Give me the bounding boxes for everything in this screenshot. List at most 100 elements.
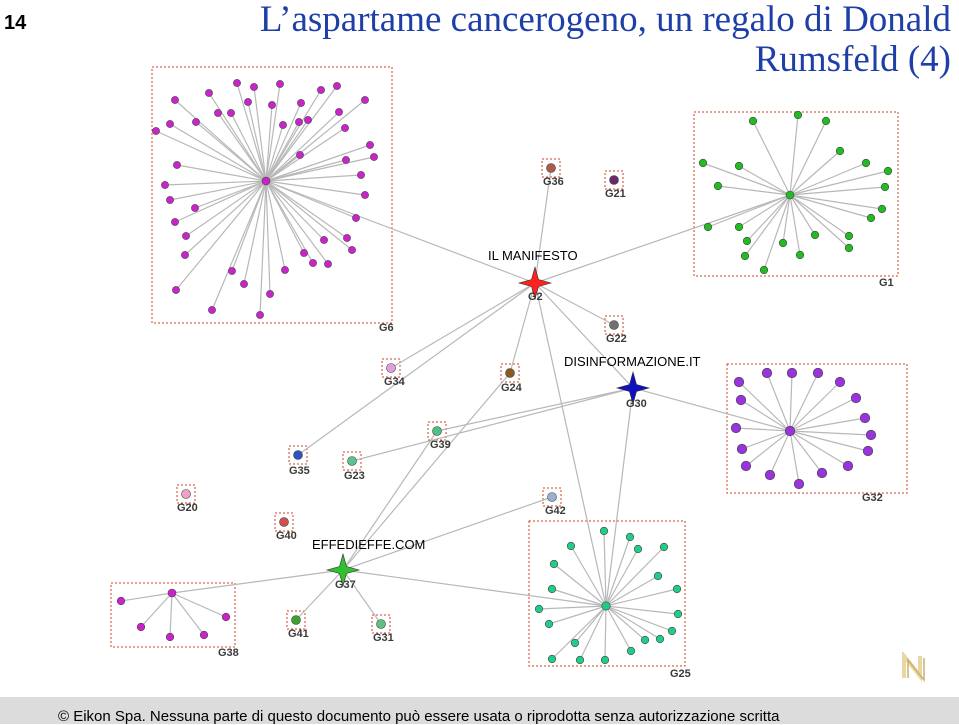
- edge-g2-g24: [509, 282, 536, 374]
- g6-node: [233, 79, 241, 87]
- edge: [769, 430, 791, 476]
- group-box-g24: [500, 363, 520, 383]
- g38-node: [165, 632, 175, 642]
- g6-node: [192, 118, 200, 126]
- edge: [169, 123, 267, 182]
- g32-node: [730, 422, 742, 434]
- edge-g37-g24: [342, 372, 511, 571]
- edge: [230, 112, 267, 182]
- g32-node: [859, 412, 871, 424]
- g1-node: [866, 213, 876, 223]
- group-box-g38: [110, 582, 236, 648]
- g6-node: [256, 311, 264, 319]
- group-label-g23: G23: [344, 470, 365, 482]
- group-box-g21: [604, 170, 624, 190]
- edge: [259, 180, 267, 316]
- edge: [243, 180, 267, 285]
- edge: [605, 605, 632, 652]
- g6-node: [296, 151, 304, 159]
- edge: [605, 575, 659, 607]
- g6-node: [348, 246, 356, 254]
- edge-g37-g25: [342, 569, 607, 607]
- edge: [789, 417, 866, 432]
- g1-node: [778, 238, 788, 248]
- edge: [538, 605, 607, 610]
- edge: [789, 194, 872, 219]
- edge: [789, 162, 867, 196]
- edge: [789, 381, 841, 432]
- edge: [175, 180, 267, 291]
- edge: [789, 120, 827, 196]
- group-box-g32: [726, 363, 908, 494]
- group-label-g32: G32: [862, 492, 883, 504]
- edge: [265, 83, 281, 182]
- edge: [782, 194, 791, 244]
- group-node-g40: [279, 517, 289, 527]
- g6-node: [171, 218, 179, 226]
- g25-node: [600, 655, 610, 665]
- edge: [789, 186, 886, 196]
- g1-node: [734, 161, 744, 171]
- edge: [265, 104, 273, 182]
- edge: [605, 605, 661, 640]
- g6-node: [227, 109, 235, 117]
- edge: [231, 180, 267, 272]
- edge: [789, 170, 889, 196]
- g6-node: [317, 86, 325, 94]
- edge: [253, 86, 267, 182]
- edge: [789, 372, 819, 432]
- g25-node: [667, 626, 677, 636]
- slide-title: L’aspartame cancerogeno, un regalo di Do…: [111, 0, 951, 80]
- edge: [217, 112, 267, 182]
- group-box-g40: [274, 512, 294, 532]
- group-box-g34: [381, 358, 401, 378]
- group-box-g20: [176, 484, 196, 504]
- edge: [789, 397, 857, 432]
- title-line-2: Rumsfeld (4): [754, 39, 951, 80]
- group-box-g22: [604, 315, 624, 335]
- g32-hub: [784, 425, 796, 437]
- edge: [265, 180, 348, 239]
- g1-node: [740, 251, 750, 261]
- group-label-g30: G30: [626, 398, 647, 410]
- group-node-g42: [547, 492, 557, 502]
- edge: [789, 430, 869, 452]
- g6-node: [342, 156, 350, 164]
- slide-number: 14: [4, 12, 27, 34]
- edge-g2-g1: [534, 194, 791, 284]
- group-node-g22: [609, 320, 619, 330]
- edge: [789, 114, 799, 196]
- g38-node: [199, 630, 209, 640]
- g6-node: [300, 249, 308, 257]
- edge: [789, 194, 801, 256]
- edge: [176, 164, 267, 182]
- edge: [789, 372, 793, 432]
- g6-node: [244, 98, 252, 106]
- group-node-g41: [291, 615, 301, 625]
- g1-node: [698, 158, 708, 168]
- group-node-g23: [347, 456, 357, 466]
- edge: [265, 156, 375, 182]
- g6-node: [250, 83, 258, 91]
- edge: [265, 111, 340, 182]
- g6-node: [166, 120, 174, 128]
- group-box-g6: [151, 66, 393, 324]
- eikon-logo-icon: [902, 652, 925, 682]
- g32-node: [812, 367, 824, 379]
- g32-node: [862, 445, 874, 457]
- g6-node: [370, 153, 378, 161]
- group-label-g40: G40: [276, 530, 297, 542]
- g1-node: [835, 146, 845, 156]
- g32-node: [786, 367, 798, 379]
- g25-node: [544, 619, 554, 629]
- g6-node: [281, 266, 289, 274]
- edge: [738, 165, 791, 196]
- edge-g30-g25: [605, 387, 634, 607]
- il-manifesto-star: [517, 265, 553, 301]
- title-line-1: L’aspartame cancerogeno, un regalo di Do…: [259, 0, 951, 40]
- edge: [717, 185, 791, 196]
- edge: [605, 605, 673, 632]
- edge: [208, 92, 267, 182]
- edge: [738, 381, 791, 432]
- group-label-g20: G20: [177, 502, 198, 514]
